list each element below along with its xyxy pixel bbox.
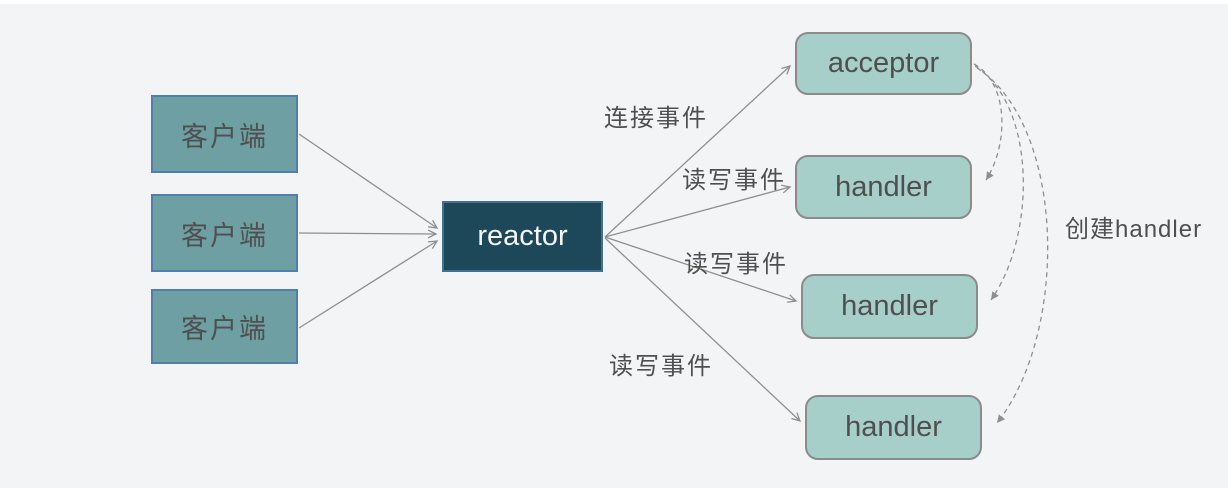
edge-label-connect-event: 连接事件	[604, 105, 708, 132]
acceptor-node-label: acceptor	[827, 47, 940, 79]
handler-node-3-label: handler	[845, 411, 942, 443]
arrow-acceptor-to-handler3	[976, 67, 1049, 424]
edge-label-read-write-event-2: 读写事件	[684, 251, 788, 278]
client-node-2: 客户端	[151, 194, 298, 272]
edge-label-read-write-event-3: 读写事件	[609, 353, 713, 380]
arrow-reactor-to-handler1	[604, 184, 792, 238]
edge-label-create-handler: 创建handler	[1065, 216, 1203, 243]
client-node-2-label: 客户端	[181, 220, 268, 251]
handler-node-1: handler	[795, 155, 972, 219]
arrow-client3-to-reactor	[298, 240, 439, 329]
edge-label-read-write-event-1: 读写事件	[682, 167, 786, 194]
client-node-1: 客户端	[151, 95, 298, 173]
handler-node-2: handler	[801, 274, 978, 339]
arrow-acceptor-to-handler2	[974, 65, 1024, 301]
client-node-1-label: 客户端	[181, 121, 268, 152]
arrow-reactor-to-handler3	[604, 237, 802, 422]
arrow-client2-to-reactor	[298, 229, 438, 239]
handler-node-1-label: handler	[835, 170, 932, 203]
client-node-3: 客户端	[151, 289, 298, 364]
arrow-reactor-to-handler2	[604, 236, 798, 303]
arrow-acceptor-to-handler1	[973, 63, 1003, 181]
handler-node-2-label: handler	[841, 290, 938, 322]
reactor-node: reactor	[442, 201, 603, 272]
arrow-client1-to-reactor	[298, 133, 439, 229]
acceptor-node: acceptor	[795, 32, 972, 95]
handler-node-3: handler	[805, 395, 982, 460]
top-edge-strip	[0, 0, 1228, 4]
client-node-3-label: 客户端	[181, 314, 268, 344]
reactor-node-label: reactor	[477, 220, 568, 252]
arrow-reactor-to-acceptor	[604, 65, 792, 238]
